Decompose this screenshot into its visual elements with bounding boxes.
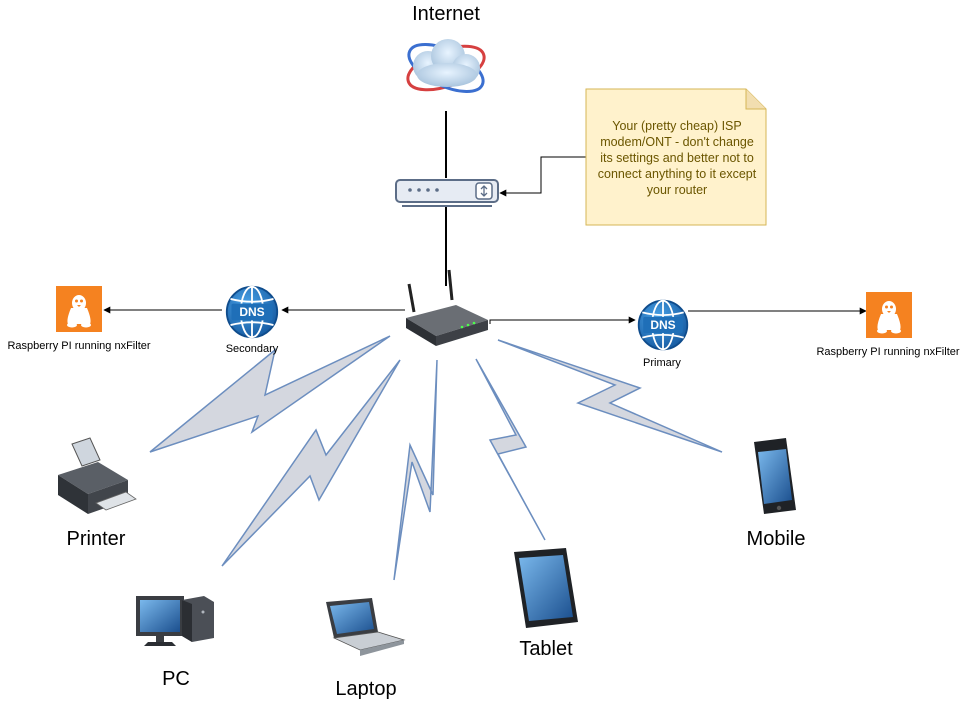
smartphone-icon [754,438,796,514]
pi-right-label: Raspberry PI running nxFilter [816,346,960,358]
mobile-label: Mobile [746,528,806,550]
tablet-icon [514,548,578,628]
pc-label: PC [162,668,190,690]
router-to-primary-dns-arrow [489,316,636,324]
isp-modem-note-text: Your (pretty cheap) ISP modem/ONT - don'… [597,119,757,197]
wireless-router-icon[interactable] [406,269,488,346]
pi-left-label: Raspberry PI running nxFilter [7,340,151,352]
wireless-bolt-printer [149,335,391,453]
dns-icon-text: DNS [650,318,675,332]
desktop-pc-icon [136,596,214,646]
wireless-bolt-mobile [497,339,723,453]
internet-label: Internet [412,3,480,25]
laptop-label: Laptop [335,678,397,700]
linux-penguin-icon [866,292,912,338]
tablet-label: Tablet [519,638,573,660]
wireless-links [149,335,723,581]
dns-secondary-icon: DNS [225,285,279,339]
wireless-bolt-laptop [393,359,438,581]
cloud-icon [406,39,486,93]
wireless-bolt-tablet [475,358,546,541]
dns-primary-icon: DNS [637,299,689,351]
isp-modem-note [585,88,767,226]
linux-penguin-icon [56,286,102,332]
printer-label: Printer [66,528,126,550]
dns-icon-text: DNS [239,305,264,319]
modem-icon[interactable] [395,179,499,207]
laptop-icon [326,598,406,656]
dns-primary-label: Primary [643,357,681,369]
note-pointer-arrow [499,156,586,197]
dns-secondary-label: Secondary [225,343,279,355]
printer-icon [58,437,137,514]
wireless-bolt-pc [221,359,401,567]
